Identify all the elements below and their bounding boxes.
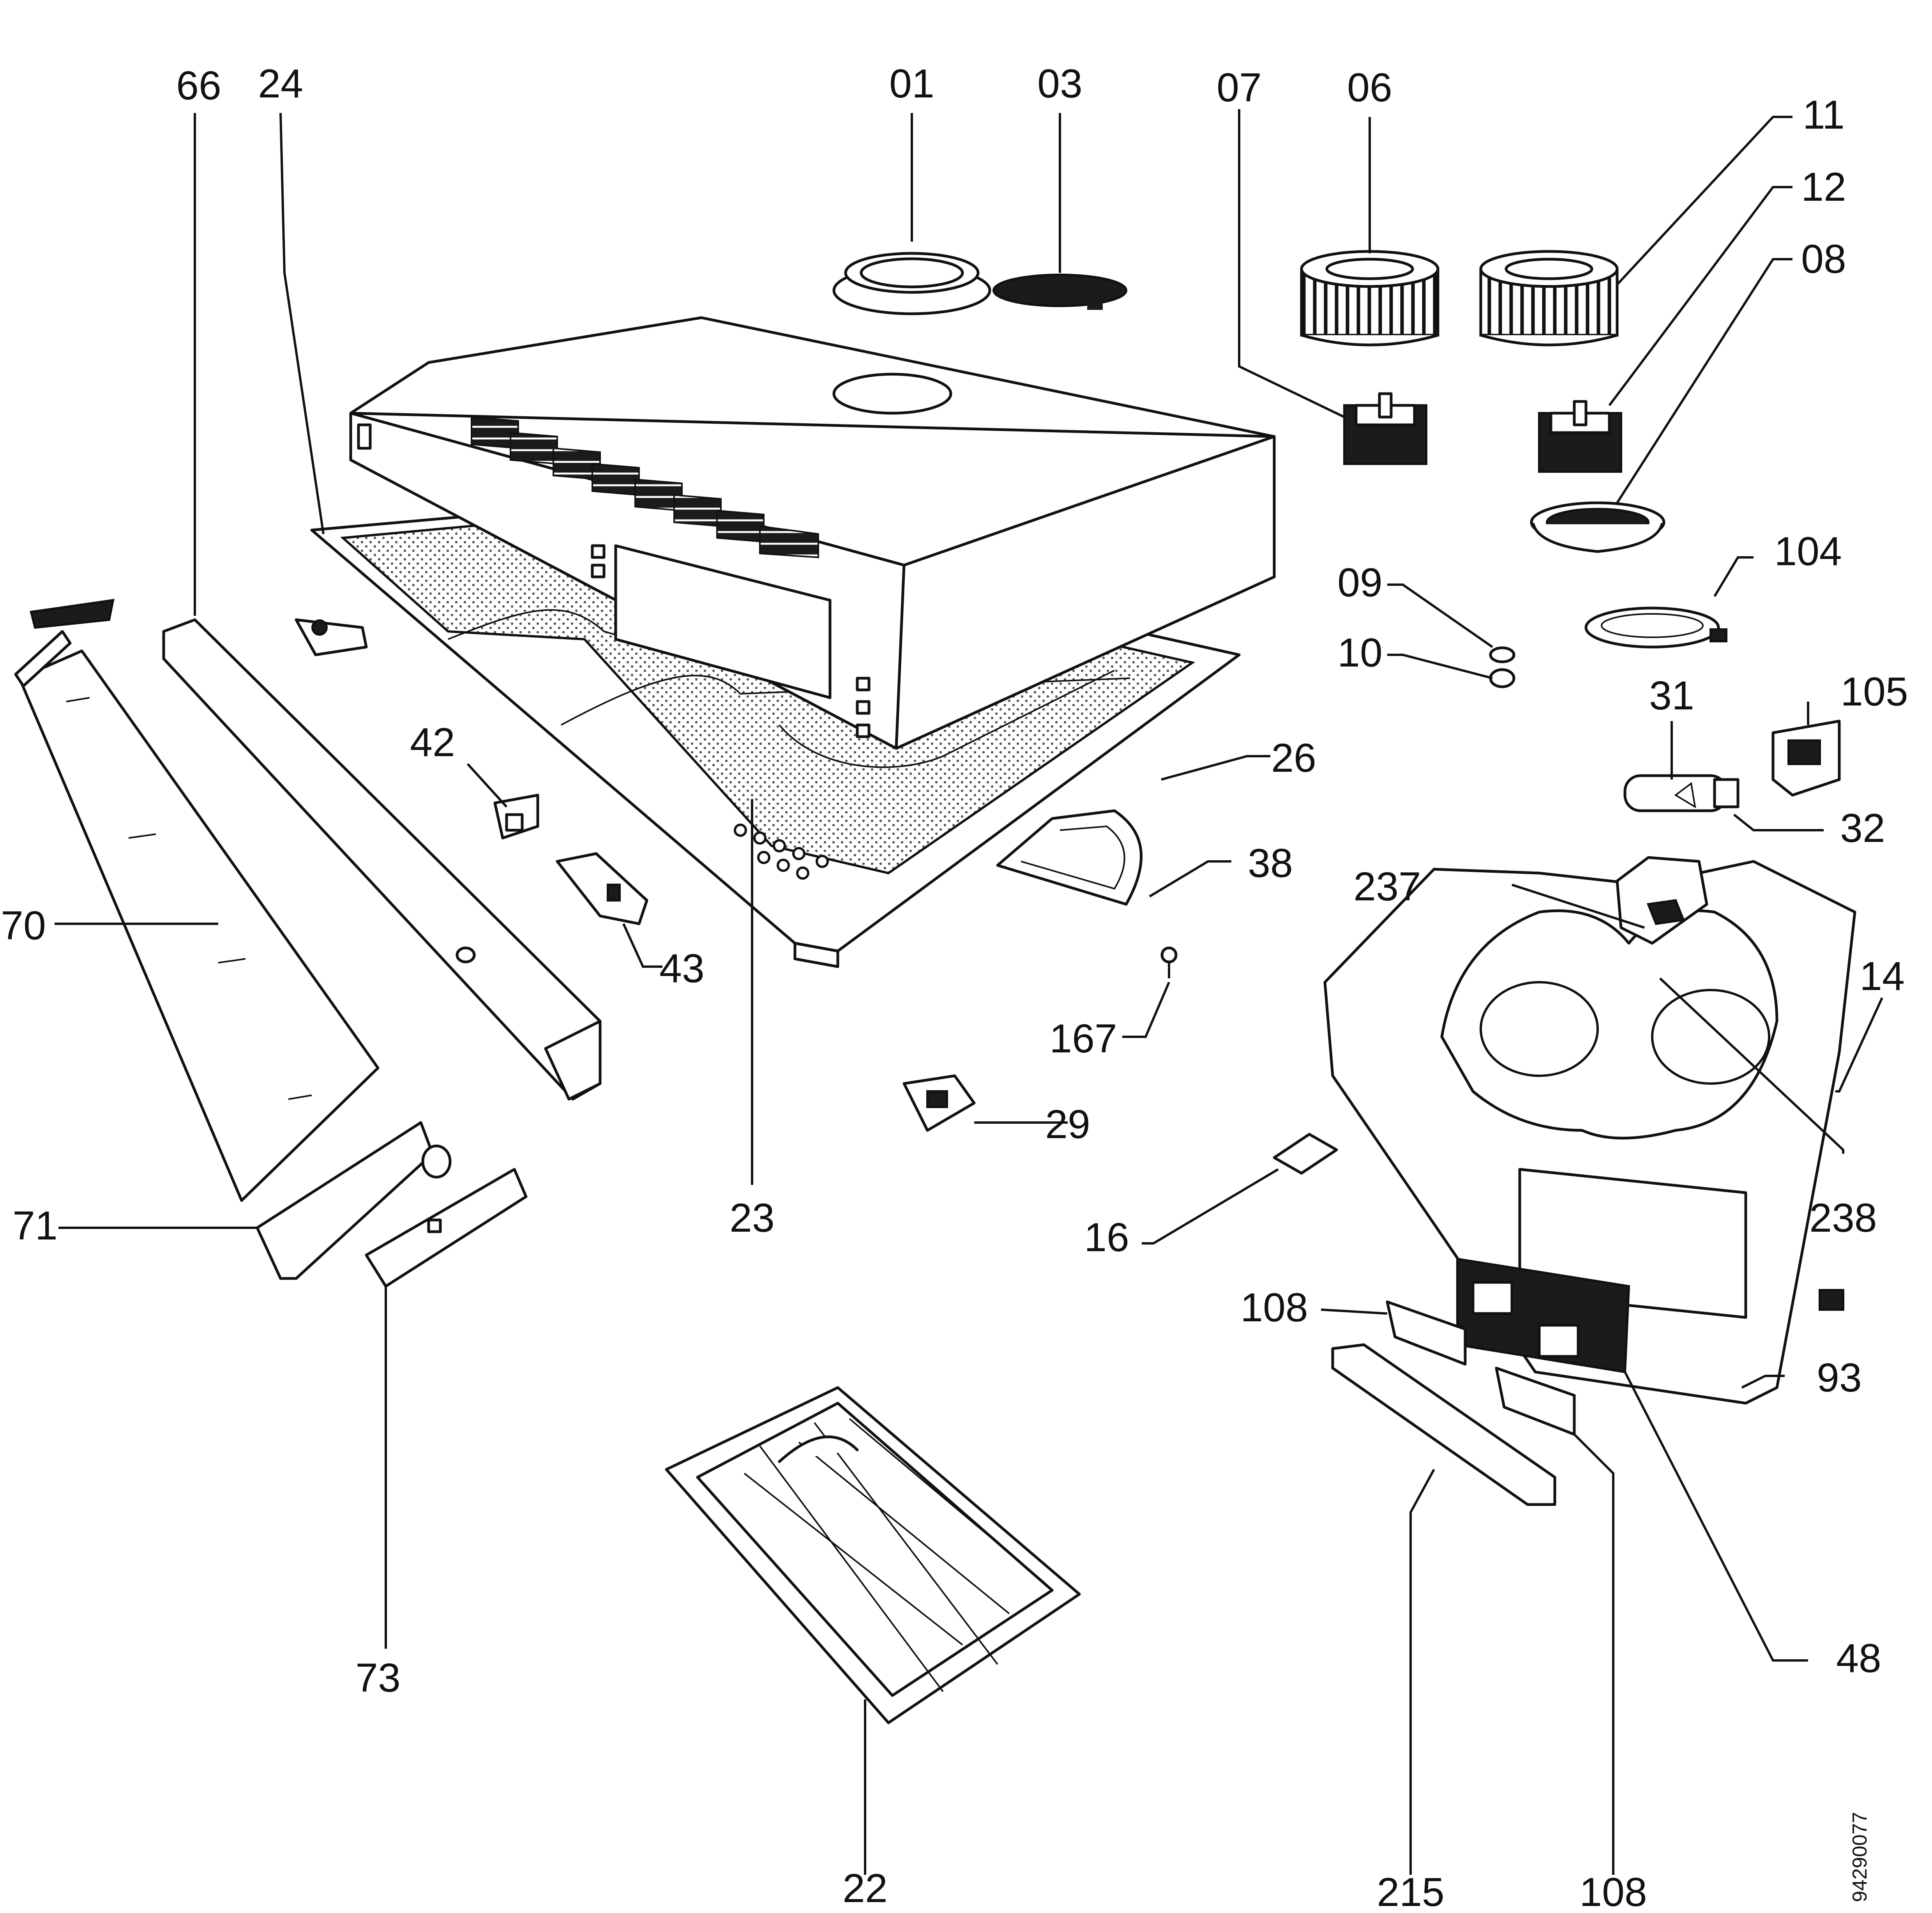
lamp-bulb-part-31 [1623, 774, 1740, 812]
small-part-93 [1819, 1289, 1844, 1311]
part-label-14: 14 [1860, 954, 1905, 999]
clip-part-29 [902, 1074, 976, 1132]
filter-frame-vent-holes [734, 824, 829, 880]
part-label-70: 70 [1, 903, 46, 948]
switch-part-43 [556, 852, 648, 925]
part-label-03: 03 [1037, 61, 1083, 106]
part-label-108-lower: 108 [1579, 1870, 1647, 1913]
part-label-38: 38 [1248, 841, 1293, 886]
part-label-26: 26 [1271, 735, 1316, 781]
part-label-29: 29 [1045, 1102, 1090, 1147]
hood-vent-grill [471, 416, 819, 559]
part-label-237: 237 [1353, 864, 1421, 909]
part-label-01: 01 [889, 61, 934, 106]
part-label-07: 07 [1217, 65, 1262, 110]
part-label-104: 104 [1774, 529, 1842, 574]
glass-visor-part-70 [14, 599, 380, 1202]
lamp-holder-part-105 [1771, 720, 1841, 797]
part-label-31: 31 [1649, 673, 1694, 718]
part-label-10: 10 [1337, 630, 1383, 675]
rail-part-215 [1331, 1343, 1556, 1506]
mesh-disc-part-03 [992, 274, 1127, 310]
carbon-filter-part-11 [1479, 250, 1619, 347]
grease-filter-part-22 [665, 1386, 1081, 1724]
bracket-part-71 [256, 1121, 452, 1280]
part-labels: 01 03 07 06 11 12 08 66 24 104 09 10 31 … [1, 61, 1908, 1913]
control-housing-part-14 [1323, 856, 1856, 1405]
small-knob-parts-09-10 [1489, 646, 1515, 688]
motor-mount-part-07 [1343, 392, 1427, 465]
side-cap-part-73 [365, 1168, 528, 1288]
part-label-105: 105 [1840, 669, 1908, 714]
duct-collar-part-01 [832, 252, 991, 315]
part-label-23: 23 [729, 1195, 775, 1241]
part-label-71: 71 [12, 1203, 58, 1248]
part-label-08: 08 [1801, 237, 1846, 282]
part-label-24: 24 [258, 61, 303, 106]
part-label-238: 238 [1809, 1195, 1877, 1241]
lamp-cover-part-38 [996, 809, 1143, 906]
grease-cup-part-08 [1530, 501, 1665, 553]
slider-part-108-left [1386, 1300, 1467, 1366]
clip-part-top-left [295, 618, 368, 656]
part-label-66: 66 [176, 63, 221, 108]
part-label-12: 12 [1801, 164, 1846, 210]
motor-mount-part-12 [1538, 400, 1622, 473]
screw-part-167 [1160, 946, 1178, 978]
document-number: 94290077 [1849, 1812, 1871, 1902]
switch-panel-part-48 [1456, 1257, 1630, 1374]
part-label-93: 93 [1817, 1355, 1862, 1400]
lamp-lens-part-104 [1584, 606, 1727, 649]
part-label-215: 215 [1377, 1870, 1445, 1913]
leader-lines [55, 109, 1883, 1875]
carbon-filter-part-06 [1300, 250, 1439, 347]
part-label-43: 43 [659, 946, 705, 991]
part-label-42: 42 [410, 720, 455, 765]
trim-bar-part-66 [162, 618, 602, 1101]
part-label-06: 06 [1347, 65, 1392, 110]
part-label-32: 32 [1840, 806, 1885, 851]
clip-part-42 [493, 794, 539, 840]
part-label-22: 22 [842, 1866, 888, 1911]
part-label-108-upper: 108 [1240, 1285, 1308, 1330]
slider-part-108-right [1495, 1367, 1576, 1436]
part-label-48: 48 [1836, 1636, 1881, 1681]
hood-body [349, 316, 1276, 750]
part-label-09: 09 [1337, 560, 1383, 605]
part-label-167: 167 [1049, 1016, 1117, 1061]
part-label-11: 11 [1803, 92, 1845, 138]
clip-part-16 [1273, 1133, 1338, 1175]
part-label-73: 73 [355, 1655, 401, 1701]
part-label-16: 16 [1084, 1215, 1129, 1260]
